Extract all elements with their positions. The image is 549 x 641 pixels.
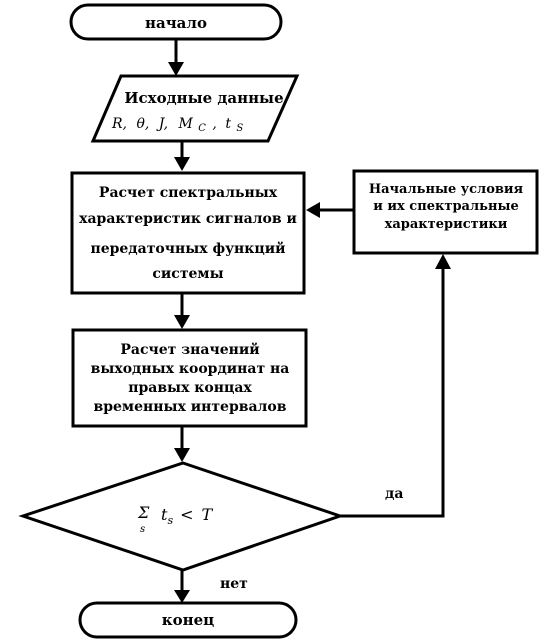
process1-line4: системы: [152, 266, 223, 282]
decision-term: ts<T: [161, 505, 214, 527]
param-j: J,: [156, 116, 168, 132]
arrow-input-to-process1: [174, 141, 190, 171]
decision-sum-index: s: [140, 524, 145, 535]
start-label: начало: [145, 14, 207, 32]
process-output-coords: Расчет значений выходных координат на пр…: [71, 328, 308, 428]
process-spectral-calc: Расчет спектральных характеристик сигнал…: [70, 171, 306, 295]
process2-line3: правых концах: [128, 380, 252, 396]
param-theta: θ,: [136, 116, 149, 132]
param-m: M: [178, 116, 194, 132]
process2-line1: Расчет значений: [120, 341, 259, 358]
side-line2: и их спектральные: [373, 199, 519, 214]
decision-sum-symbol: Σ: [137, 503, 150, 522]
arrow-process2-to-decision: [174, 426, 190, 462]
decision-block: Σ s ts<T: [18, 461, 345, 572]
arrow-process1-to-process2: [174, 293, 190, 329]
param-t: t: [225, 116, 231, 132]
process2-line4: временных интервалов: [94, 399, 287, 415]
process1-box: [70, 171, 306, 295]
side-line1: Начальные условия: [369, 182, 524, 197]
input-title: Исходные данные: [124, 89, 283, 107]
initial-conditions-block: Начальные условия и их спектральные хара…: [352, 169, 539, 255]
arrow-side-to-process1: [306, 202, 354, 218]
process1-line1: Расчет спектральных: [99, 185, 278, 201]
input-data-block: Исходные данные R, θ, J, M C , t S: [90, 74, 300, 143]
side-line3: характеристики: [385, 217, 508, 232]
end-shape: [78, 601, 298, 639]
no-branch: нет: [174, 570, 248, 603]
start-terminator: начало: [69, 3, 283, 41]
end-terminator: конец: [78, 601, 298, 639]
end-label: конец: [162, 611, 214, 629]
process2-box: [71, 328, 308, 428]
no-label: нет: [220, 576, 248, 592]
param-comma: ,: [212, 116, 216, 132]
input-params: R, θ, J, M C , t S: [111, 116, 243, 135]
param-t-sub: S: [236, 123, 243, 134]
yes-branch: да: [340, 254, 451, 518]
input-parallelogram: [90, 74, 300, 143]
param-r: R,: [111, 116, 127, 132]
param-m-sub: C: [198, 123, 206, 134]
process1-line2: характеристик сигналов и: [79, 211, 297, 227]
process1-line3: передаточных функций: [90, 240, 285, 257]
yes-label: да: [385, 486, 403, 502]
arrow-start-to-input: [168, 39, 184, 76]
process2-line2: выходных координат на: [91, 361, 290, 377]
side-box: [352, 169, 539, 255]
